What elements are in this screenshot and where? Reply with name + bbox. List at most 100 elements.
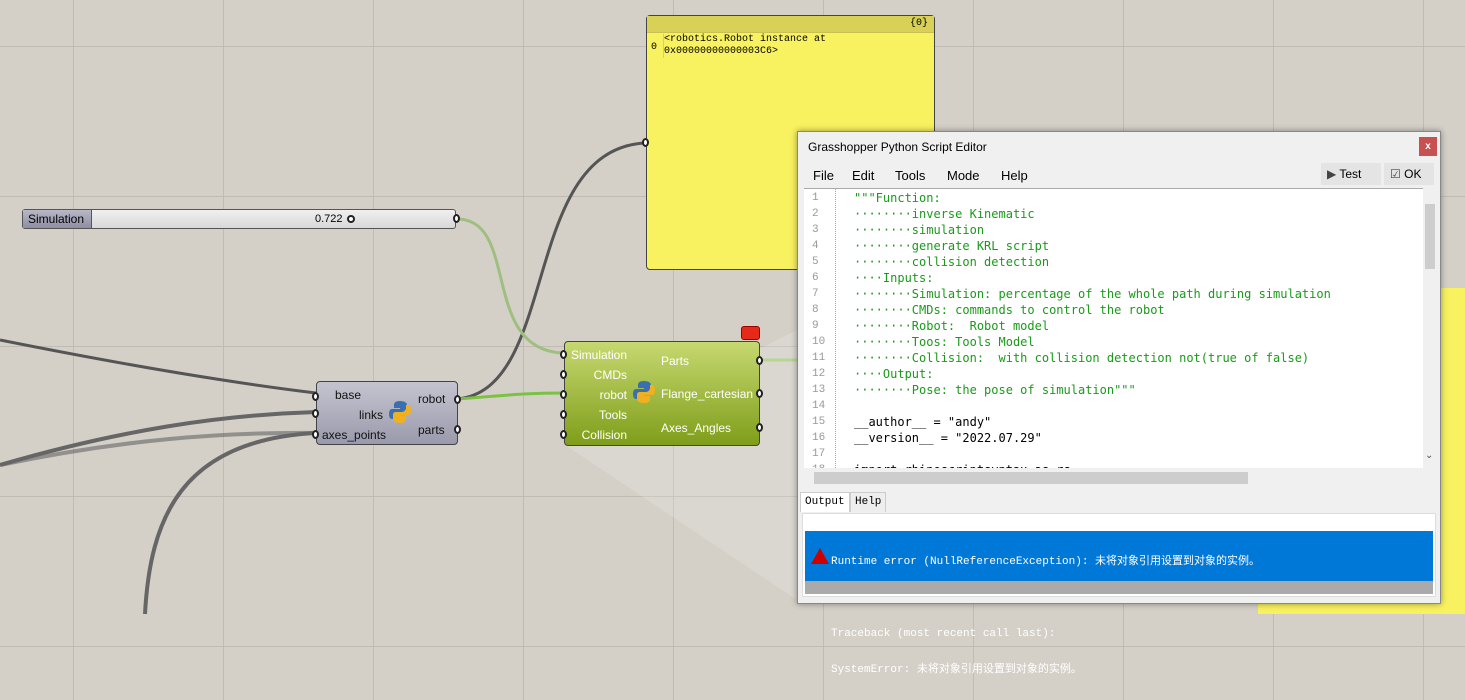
- tab-help[interactable]: Help: [850, 492, 887, 512]
- line-number: 2: [812, 208, 819, 220]
- play-icon: ▶: [1327, 167, 1337, 181]
- pin[interactable]: [560, 370, 567, 379]
- line-number: 3: [812, 224, 819, 236]
- output-parts[interactable]: parts: [418, 423, 445, 437]
- pin[interactable]: [312, 409, 319, 418]
- code-editor[interactable]: 1 """Function: 2 ········inverse Kinematic 3…: [804, 188, 1423, 468]
- code-line: import rhinoscriptsyntax as rs: [854, 463, 1071, 468]
- python-icon: [633, 381, 655, 403]
- menu-tools[interactable]: Tools: [895, 168, 926, 183]
- menu-help[interactable]: Help: [1001, 168, 1028, 183]
- input-axes-points[interactable]: axes_points: [322, 428, 387, 442]
- test-label: Test: [1339, 167, 1362, 181]
- checkbox-icon: ☑: [1390, 167, 1401, 181]
- pin[interactable]: [560, 430, 567, 439]
- code-line: ········Simulation: percentage of the wh…: [854, 287, 1331, 301]
- input-base[interactable]: base: [334, 388, 361, 402]
- code-line: ········CMDs: commands to control the ro…: [854, 303, 1165, 317]
- error-bubble-icon[interactable]: [741, 326, 760, 340]
- simulation-slider[interactable]: Simulation 0.722: [22, 209, 460, 229]
- line-number: 1: [812, 192, 819, 204]
- test-button[interactable]: ▶ Test: [1321, 163, 1381, 185]
- code-line: """Function:: [854, 191, 941, 205]
- output-axes-angles[interactable]: Axes_Angles: [661, 421, 732, 435]
- chevron-down-icon[interactable]: ⌄: [1425, 450, 1434, 461]
- line-gutter: [804, 189, 836, 468]
- tab-output[interactable]: Output: [800, 492, 850, 512]
- python-icon: [389, 401, 411, 423]
- error-line: Runtime error (NullReferenceException): …: [831, 556, 1261, 568]
- code-line: __version__ = "2022.07.29": [854, 431, 1042, 445]
- input-robot[interactable]: robot: [599, 388, 627, 402]
- pin[interactable]: [560, 410, 567, 419]
- line-number: 16: [812, 432, 826, 444]
- input-tools[interactable]: Tools: [598, 408, 627, 422]
- input-cmds[interactable]: CMDs: [593, 368, 627, 382]
- pin[interactable]: [312, 392, 319, 401]
- pin[interactable]: [756, 389, 763, 398]
- output-flange-cartesian[interactable]: Flange_cartesian: [661, 387, 754, 401]
- vertical-scrollbar[interactable]: ⌄: [1423, 188, 1437, 468]
- menu-file[interactable]: File: [813, 168, 834, 183]
- close-button[interactable]: x: [1419, 137, 1437, 156]
- line-number: 17: [812, 448, 826, 460]
- input-collision[interactable]: Collision: [581, 428, 627, 442]
- output-robot[interactable]: robot: [418, 392, 446, 406]
- line-number: 6: [812, 272, 819, 284]
- error-line: Traceback (most recent call last):: [831, 628, 1056, 640]
- pin[interactable]: [756, 423, 763, 432]
- slider-output-pin[interactable]: [453, 214, 460, 223]
- slider-value: 0.722: [315, 213, 343, 225]
- menu-bar: File Edit Tools Mode Help: [798, 166, 1440, 188]
- window-title: Grasshopper Python Script Editor: [808, 140, 987, 154]
- code-line: ········Toos: Tools Model: [854, 335, 1035, 349]
- line-number: 5: [812, 256, 819, 268]
- menu-mode[interactable]: Mode: [947, 168, 980, 183]
- panel-header: {0}: [647, 16, 934, 33]
- code-line: ····Output:: [854, 367, 934, 381]
- code-line: __author__ = "andy": [854, 415, 992, 429]
- line-number: 14: [812, 400, 826, 412]
- error-line: SystemError: 未将对象引用设置到对象的实例。: [831, 664, 1082, 676]
- menu-edit[interactable]: Edit: [852, 168, 875, 183]
- input-simulation[interactable]: Simulation: [571, 348, 628, 362]
- ok-label: OK: [1404, 167, 1422, 181]
- panel-value-line: <robotics.Robot instance at: [664, 34, 827, 45]
- output-parts[interactable]: Parts: [661, 354, 690, 368]
- robot-python-component[interactable]: base links axes_points robot parts: [312, 381, 461, 445]
- slider-label: Simulation: [23, 210, 92, 228]
- panel-index: 0: [651, 42, 658, 53]
- line-number: 18: [812, 464, 825, 468]
- output-list: Runtime error (NullReferenceException): …: [802, 513, 1436, 676]
- pin[interactable]: [756, 356, 763, 365]
- pin[interactable]: [560, 390, 567, 399]
- python-script-editor-window: Grasshopper Python Script Editor x File …: [797, 131, 1441, 676]
- simulation-python-component[interactable]: Simulation CMDs robot Tools Collision Pa…: [560, 341, 763, 446]
- line-number: 7: [812, 288, 819, 300]
- error-row[interactable]: Runtime error (NullReferenceException): …: [805, 531, 1433, 676]
- warning-icon: [811, 548, 829, 564]
- scroll-thumb[interactable]: [814, 472, 1248, 484]
- line-number: 13: [812, 384, 826, 396]
- code-line: ········Pose: the pose of simulation""": [854, 383, 1136, 397]
- code-line: ········generate KRL script: [854, 239, 1050, 253]
- panel-input-pin[interactable]: [642, 138, 649, 147]
- line-number: 10: [812, 336, 826, 348]
- pin[interactable]: [454, 395, 461, 404]
- line-number: 4: [812, 240, 819, 252]
- ok-button[interactable]: ☑ OK: [1384, 163, 1434, 185]
- code-line: ········Robot: Robot model: [854, 319, 1050, 333]
- pin[interactable]: [454, 425, 461, 434]
- scroll-thumb[interactable]: [1425, 204, 1435, 269]
- input-links[interactable]: links: [358, 408, 383, 422]
- code-line: ········inverse Kinematic: [854, 207, 1035, 221]
- pin[interactable]: [312, 430, 319, 439]
- slider-knob[interactable]: [347, 215, 355, 223]
- line-number: 15: [812, 416, 826, 428]
- code-line: ········simulation: [854, 223, 985, 237]
- horizontal-scrollbar[interactable]: [804, 470, 1423, 486]
- error-message: Runtime error (NullReferenceException): …: [831, 532, 1260, 700]
- pin[interactable]: [560, 350, 567, 359]
- output-footer: [805, 581, 1433, 594]
